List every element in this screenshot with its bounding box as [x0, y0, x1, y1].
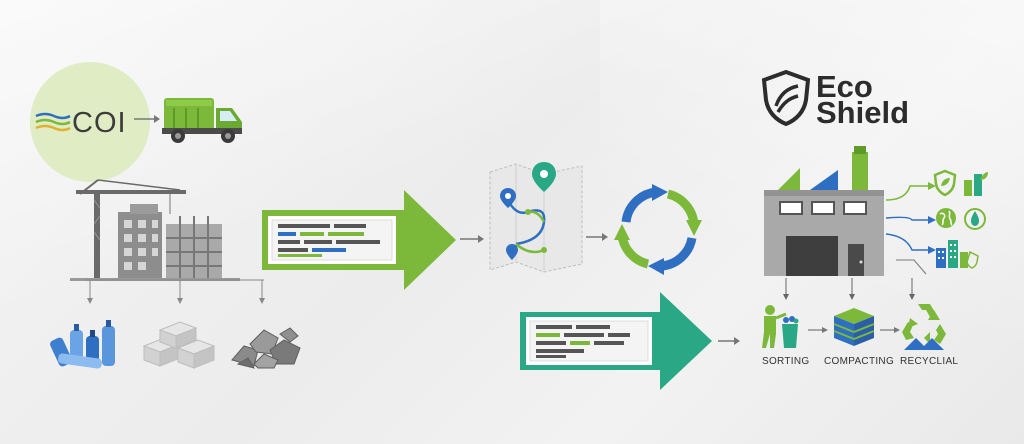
- arrow-right-icon: [134, 115, 160, 123]
- shield-leaf-icon: [933, 169, 957, 197]
- rubble-icon: [231, 327, 301, 369]
- factory-output-arrows: [885, 182, 936, 275]
- construction-site-icon: [70, 179, 240, 281]
- arrow-right-icon: [586, 233, 608, 241]
- recycle-icon: [902, 304, 946, 350]
- arrow-right-icon: [880, 327, 900, 333]
- ecoshield-logo-line1: Eco: [816, 69, 873, 104]
- concrete-blocks-icon: [142, 321, 216, 369]
- teal-document-arrow: [520, 292, 712, 390]
- step-label-recycling: RECYCLIAL: [900, 356, 959, 367]
- branch-connector: [86, 279, 265, 304]
- step-label-compacting: COMPACTING: [824, 356, 895, 367]
- water-drop-icon: [964, 208, 986, 230]
- sustainable-city-icon: [936, 240, 979, 269]
- compactor-icon: [833, 308, 875, 346]
- arrow-right-icon: [718, 337, 740, 345]
- factory-down-arrows: [783, 278, 915, 300]
- green-document-arrow: [262, 190, 456, 290]
- route-map-icon: [489, 162, 583, 273]
- arrow-right-icon: [460, 235, 484, 243]
- garbage-truck-icon: [162, 98, 242, 143]
- plastic-bottles-icon: [50, 320, 115, 369]
- step-label-sorting: SORTING: [762, 356, 810, 367]
- circular-arrows-icon: [614, 184, 702, 275]
- sorting-person-icon: [762, 305, 799, 348]
- coi-logo-waves-icon: [35, 112, 71, 132]
- coi-logo-text: COI: [72, 107, 127, 139]
- factory-icon: [764, 146, 884, 276]
- ecoshield-shield-icon: [761, 69, 811, 127]
- coi-logo-circle: [30, 62, 150, 182]
- green-buildings-icon: [964, 172, 988, 196]
- arrow-right-icon: [808, 327, 828, 333]
- ecoshield-logo-line2: Shield: [816, 95, 910, 130]
- globe-icon: [936, 208, 956, 228]
